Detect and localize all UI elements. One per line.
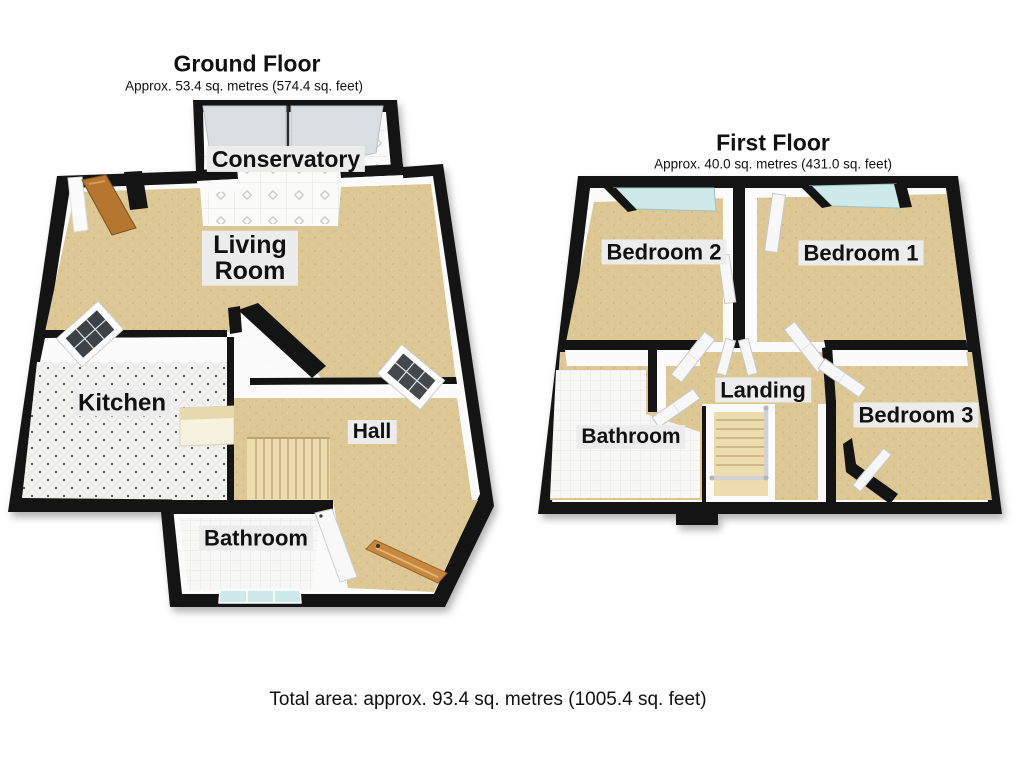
wall-stairs-bathroom [167,500,333,514]
room-label-first-bathroom: Bathroom [576,424,686,450]
wall-bedroom3-face [818,404,826,500]
ground-bathroom-window [218,589,302,604]
wall-bedroom3 [826,400,836,504]
wall-bedroom1-landing-face [826,350,968,366]
ground-floor-title: Ground Floor [173,50,321,77]
bedroom1-window-return-left [800,186,832,208]
understairs-wall-face [228,318,312,388]
living-doorway-frame [67,176,89,233]
wall-bedroom2-landing-face [565,350,700,366]
landing-cupboard-door-a [715,337,737,377]
bedroom3-closet-door [852,447,892,493]
first-stairs-treads [716,419,766,466]
room-label-ground-bathroom: Bathroom [199,525,313,551]
central-wall-face-right [745,196,757,348]
room-label-conservatory: Conservatory [206,145,366,173]
stairwell-floor [714,412,768,496]
wall-bedroom2-landing [563,340,700,350]
room-label-kitchen: Kitchen [72,389,172,417]
first-bathroom-door [651,388,701,428]
kitchen-window-icon [55,300,125,368]
first-outer-wall-step [676,514,718,525]
hall-window-icon [376,343,446,411]
stair-handrail [709,405,769,481]
ground-bathroom-window-mullions [246,590,275,603]
room-label-bedroom2: Bedroom 2 [601,239,727,265]
understairs-wall-stub [228,306,242,334]
understairs-cupboard-top [180,406,234,420]
bedroom1-window-return-right [894,184,912,208]
first-floor-title: First Floor [716,129,830,156]
room-label-living-room: Living Room [202,230,298,286]
understairs-wall-diagonal [238,303,326,378]
bedroom3-closet-wall [843,438,898,504]
wall-bedroom1-landing [824,340,968,350]
closet-door-right [763,192,787,254]
handrail-post-end [709,475,715,481]
ground-floor-area: Approx. 53.4 sq. metres (574.4 sq. feet) [125,78,363,94]
room-label-bedroom3: Bedroom 3 [853,402,979,428]
wall-bathroom-landing [648,345,657,412]
room-label-bedroom1: Bedroom 1 [798,240,924,266]
first-floor-plan [538,176,1002,525]
bathroom-door [314,508,358,583]
handrail-post-top [763,405,769,411]
wall-stub-left-face [197,179,237,193]
room-label-landing: Landing [715,377,811,403]
bedroom1-floor [747,194,966,342]
central-wall [733,188,745,348]
bedroom2-door [670,331,716,383]
total-area-text: Total area: approx. 93.4 sq. metres (100… [269,689,707,710]
front-door-handle [376,544,380,548]
stairwell-wall-edge [702,406,706,502]
living-door-wall-stub [124,171,148,210]
room-label-hall: Hall [347,419,397,445]
entrance-vestibule-floor [333,500,478,592]
staircase-treads [255,439,329,499]
front-door-panel-line [375,547,439,578]
living-room-door-highlight [88,180,106,185]
handrail-post-corner [763,475,769,481]
bedroom2-window-return [604,188,637,212]
living-room-door [81,174,137,236]
landing-cupboard-door-b [737,337,759,377]
bedroom2-floor [566,198,731,342]
bathroom-door-hinge [319,514,323,518]
first-floor-area: Approx. 40.0 sq. metres (431.0 sq. feet) [654,156,892,172]
bedroom3-door [817,358,867,398]
wall-bathroom-landing-face [657,350,666,412]
